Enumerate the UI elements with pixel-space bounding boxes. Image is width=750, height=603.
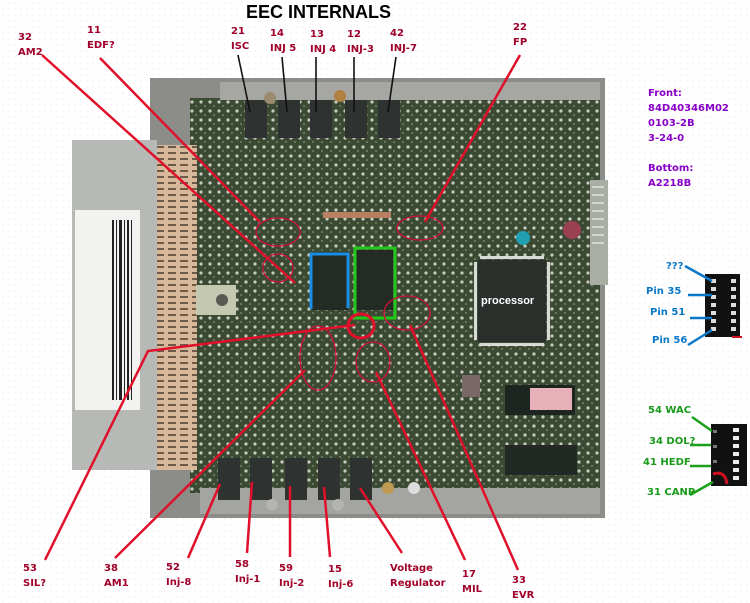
front-part-number: 84D40346M02 (648, 103, 729, 114)
pin-name: MIL (462, 584, 483, 595)
green-pin-label-canp: 31 CANP (647, 487, 696, 498)
diagram-title: EEC INTERNALS (246, 2, 392, 22)
blue-chip-highlight (309, 252, 350, 309)
pin-name: ISC (231, 41, 250, 52)
pin-number: 42 (390, 28, 404, 39)
capacitor-maroon (563, 221, 581, 239)
pin-number: 52 (166, 562, 180, 573)
label-sil: 53 SIL? (23, 561, 46, 591)
front-label: Front: (648, 88, 682, 99)
label-fp: 22 FP (513, 20, 527, 50)
pin-number: 32 (18, 32, 32, 43)
label-inj7: 42 INJ-7 (390, 26, 417, 56)
label-inj3: 12 INJ-3 (347, 27, 374, 57)
pin-number: 12 (347, 29, 361, 40)
part-info: Front: 84D40346M02 0103-2B 3-24-0 Bottom… (648, 86, 729, 191)
label-line: Voltage (390, 563, 433, 574)
bottom-label: Bottom: (648, 163, 694, 174)
label-inj2: 59 Inj-2 (279, 561, 304, 591)
pin-number: 15 (328, 564, 342, 575)
pin-number: 53 (23, 563, 37, 574)
pin-name: AM1 (104, 578, 129, 589)
green-chip-highlight (353, 246, 397, 320)
label-mil: 17 MIL (462, 567, 482, 597)
top-heatsink (220, 82, 600, 100)
pin-number: 38 (104, 563, 118, 574)
pin-name: EVR (512, 590, 535, 601)
pin-name: FP (513, 37, 528, 48)
pin-name: INJ 4 (310, 44, 337, 55)
ram-chip (505, 445, 577, 475)
label-inj4: 13 INJ 4 (310, 27, 336, 57)
green-pin-label-hedf: 41 HEDF (643, 457, 691, 468)
label-am2: 32 AM2 (18, 30, 43, 60)
green-pin-label-wac: 54 WAC (648, 405, 692, 416)
barcode-sticker (75, 210, 140, 410)
label-am1: 38 AM1 (104, 561, 129, 591)
front-code: 0103-2B (648, 118, 695, 129)
green-pin-label-dol: 34 DOL? (649, 436, 696, 447)
pin-name: INJ 5 (270, 43, 297, 54)
blue-pin-label-35: Pin 35 (646, 286, 682, 297)
capacitor-teal (516, 231, 530, 245)
label-edf: 11 EDF? (87, 23, 115, 53)
green-chip-diagram (689, 415, 747, 497)
pin-name: EDF? (87, 40, 115, 51)
callout-lines (41, 54, 522, 571)
pin-number: 59 (279, 563, 293, 574)
label-inj6: 15 Inj-6 (328, 562, 353, 592)
label-inj8: 52 Inj-8 (166, 560, 191, 590)
pin-name: INJ-7 (390, 43, 417, 54)
blue-pin-label-unknown: ??? (666, 261, 684, 272)
pin-number: 33 (512, 575, 526, 586)
pin-number: 58 (235, 559, 249, 570)
pin-number: 22 (513, 22, 527, 33)
connector-pins (157, 145, 197, 470)
resistor-array (323, 212, 391, 218)
pin-name: Inj-6 (328, 579, 354, 590)
pin-number: 13 (310, 29, 324, 40)
pin-number: 14 (270, 28, 284, 39)
pin-name: Inj-2 (279, 578, 305, 589)
bottom-part-number: A2218B (648, 178, 692, 189)
pin-number: 21 (231, 26, 245, 37)
right-edge-connector (590, 180, 608, 285)
pin-name: Inj-8 (166, 577, 192, 588)
blue-pin-label-51: Pin 51 (650, 307, 686, 318)
label-inj1: 58 Inj-1 (235, 557, 260, 587)
label-inj5: 14 INJ 5 (270, 26, 296, 56)
processor-chip (478, 260, 546, 342)
crystal (462, 375, 480, 397)
pin-number: 17 (462, 569, 476, 580)
pin-name: AM2 (18, 47, 43, 58)
front-date: 3-24-0 (648, 133, 685, 144)
pin-name: INJ-3 (347, 44, 374, 55)
processor-label: processor (481, 295, 535, 307)
green-highlighted-chip (355, 250, 393, 310)
pin-number: 11 (87, 25, 101, 36)
blue-pin-label-56: Pin 56 (652, 335, 688, 346)
pin-name: SIL? (23, 578, 47, 589)
label-evr: 33 EVR (512, 573, 534, 603)
label-voltage-regulator: Voltage Regulator (390, 561, 446, 591)
label-isc: 21 ISC (231, 24, 249, 54)
blue-highlighted-chip (312, 252, 348, 310)
blue-chip-diagram (684, 264, 742, 347)
pin-name: Inj-1 (235, 574, 261, 585)
barcode (112, 220, 132, 400)
top-callout-lines (237, 54, 397, 113)
label-line: Regulator (390, 578, 446, 589)
